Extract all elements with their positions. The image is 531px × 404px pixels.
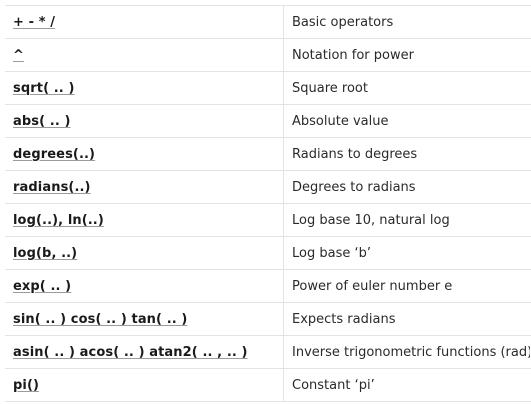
function-label: log(..), ln(..)	[13, 212, 104, 228]
function-label: degrees(..)	[13, 146, 96, 162]
description-cell: Radians to degrees	[292, 146, 418, 162]
functions-table: + - * / Basic operators ^ Notation for p…	[5, 5, 531, 402]
table-row: exp( .. ) Power of euler number e	[5, 270, 531, 303]
function-label: log(b, ..)	[13, 245, 78, 261]
function-cell: radians(..)	[5, 171, 284, 203]
function-cell: abs( .. )	[5, 105, 284, 137]
function-label: asin( .. ) acos( .. ) atan2( .. , .. )	[13, 344, 248, 360]
description-cell: Log base 10, natural log	[292, 212, 450, 228]
description-cell: Square root	[292, 80, 368, 96]
description-cell: Degrees to radians	[292, 179, 416, 195]
function-label: exp( .. )	[13, 278, 72, 294]
function-label: ^	[13, 47, 24, 63]
function-cell: asin( .. ) acos( .. ) atan2( .. , .. )	[5, 336, 284, 368]
description-cell: Inverse trigonometric functions (rad)	[292, 344, 530, 360]
function-cell: ^	[5, 39, 284, 71]
table-row: sin( .. ) cos( .. ) tan( .. ) Expects ra…	[5, 303, 531, 336]
function-label: radians(..)	[13, 179, 91, 195]
function-cell: exp( .. )	[5, 270, 284, 302]
table-row: sqrt( .. ) Square root	[5, 72, 531, 105]
description-cell: Constant ‘pi’	[292, 377, 375, 393]
function-cell: log(..), ln(..)	[5, 204, 284, 236]
description-cell: Power of euler number e	[292, 278, 453, 294]
function-cell: pi()	[5, 369, 284, 401]
table-row: radians(..) Degrees to radians	[5, 171, 531, 204]
function-cell: degrees(..)	[5, 138, 284, 170]
function-label: + - * /	[13, 14, 56, 30]
function-label: sqrt( .. )	[13, 80, 75, 96]
table-row: log(..), ln(..) Log base 10, natural log	[5, 204, 531, 237]
table-row: abs( .. ) Absolute value	[5, 105, 531, 138]
function-cell: sqrt( .. )	[5, 72, 284, 104]
table-row: ^ Notation for power	[5, 39, 531, 72]
description-cell: Expects radians	[292, 311, 396, 327]
function-label: sin( .. ) cos( .. ) tan( .. )	[13, 311, 188, 327]
table-row: log(b, ..) Log base ‘b’	[5, 237, 531, 270]
description-cell: Log base ‘b’	[292, 245, 371, 261]
function-cell: + - * /	[5, 6, 284, 38]
description-cell: Basic operators	[292, 14, 394, 30]
table-row: asin( .. ) acos( .. ) atan2( .. , .. ) I…	[5, 336, 531, 369]
description-cell: Absolute value	[292, 113, 389, 129]
table-row: degrees(..) Radians to degrees	[5, 138, 531, 171]
table-row: pi() Constant ‘pi’	[5, 369, 531, 402]
function-label: pi()	[13, 377, 40, 393]
function-cell: sin( .. ) cos( .. ) tan( .. )	[5, 303, 284, 335]
function-cell: log(b, ..)	[5, 237, 284, 269]
table-row: + - * / Basic operators	[5, 6, 531, 39]
function-label: abs( .. )	[13, 113, 71, 129]
description-cell: Notation for power	[292, 47, 414, 63]
